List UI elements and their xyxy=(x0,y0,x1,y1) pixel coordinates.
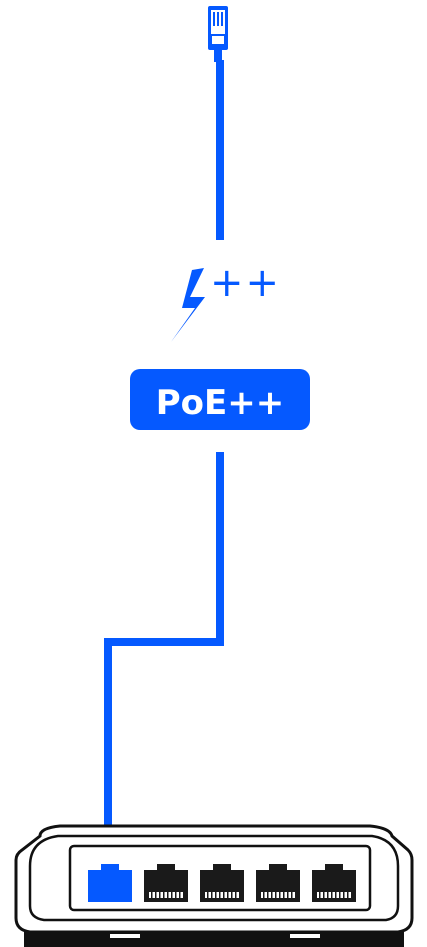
switch-port-4 xyxy=(256,864,300,902)
switch-port-3 xyxy=(200,864,244,902)
rj45-connector-icon xyxy=(208,6,228,62)
switch-port-1 xyxy=(88,864,132,902)
poe-badge-label: PoE++ xyxy=(156,383,284,423)
switch-port-5 xyxy=(312,864,356,902)
network-switch-icon xyxy=(14,824,414,947)
lightning-bolt-icon xyxy=(171,268,205,342)
cable-upper xyxy=(216,60,224,240)
poe-badge: PoE++ xyxy=(130,369,310,430)
power-plus-symbol: ++ xyxy=(210,260,281,306)
cable-lower xyxy=(104,452,224,870)
switch-port-2 xyxy=(144,864,188,902)
